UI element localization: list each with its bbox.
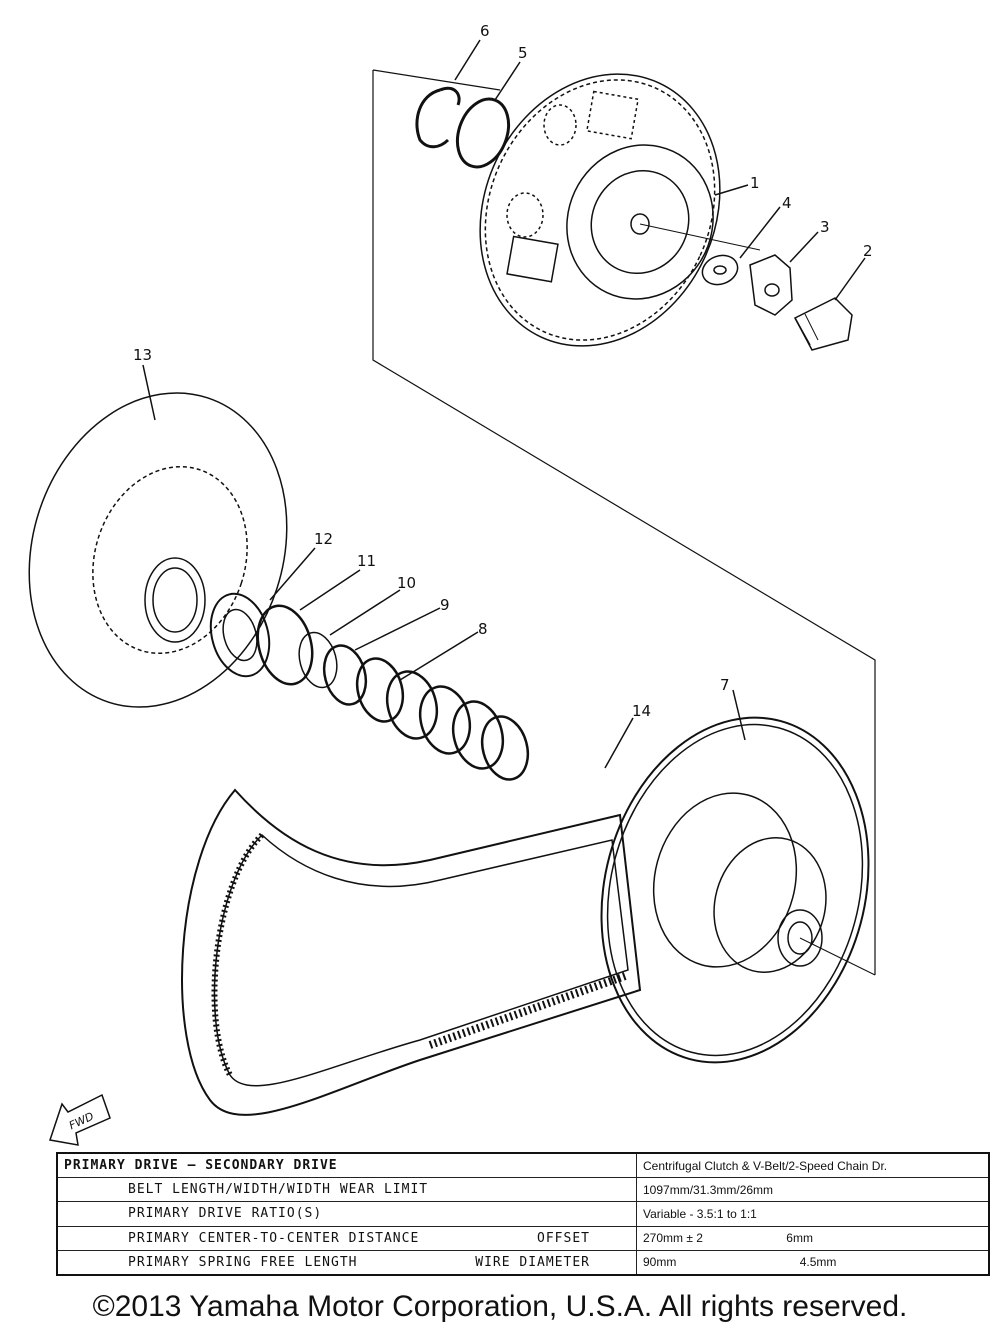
exploded-parts-diagram: 6 5 1 4 3 2 13 12 11 10 9 8 7 14 FWD [28,22,876,1146]
c-clip [415,86,461,149]
spec-value: 90mm 4.5mm [636,1249,990,1276]
spec-row: PRIMARY DRIVE RATIO(S) Variable - 3.5:1 … [56,1201,990,1227]
snap-ring [455,97,511,169]
callout-12: 12 [314,530,333,548]
guide-frame [372,70,876,975]
spec-label-secondary: WIRE DIAMETER [475,1254,590,1270]
spec-header-row: PRIMARY DRIVE – SECONDARY DRIVE Centrifu… [56,1152,990,1179]
spec-label: PRIMARY SPRING FREE LENGTH WIRE DIAMETER [56,1249,637,1276]
spec-value-secondary: 4.5mm [799,1255,837,1270]
lock-plate [749,254,793,316]
callout-10: 10 [397,574,416,592]
callout-1: 1 [750,174,760,192]
callout-8: 8 [478,620,488,638]
spec-value-main: 270mm ± 2 [643,1231,703,1246]
fwd-arrow [49,1093,111,1146]
secondary-sheave [600,716,876,1064]
spec-value: 1097mm/31.3mm/26mm [636,1177,990,1203]
spec-label-main: PRIMARY CENTER-TO-CENTER DISTANCE [128,1230,420,1246]
copyright-notice: ©2013 Yamaha Motor Corporation, U.S.A. A… [92,1290,908,1323]
primary-spring [322,644,530,781]
callout-13: 13 [133,346,152,364]
v-belt [181,788,642,1116]
primary-fixed-sheave [28,392,288,708]
spec-header: PRIMARY DRIVE – SECONDARY DRIVE [56,1152,637,1179]
spec-value-secondary: 6mm [786,1231,813,1246]
spacer [298,631,338,689]
callout-9: 9 [440,596,450,614]
callout-11: 11 [357,552,376,570]
spec-value: 270mm ± 2 6mm [636,1225,990,1251]
callout-2: 2 [863,242,873,260]
callout-3: 3 [820,218,830,236]
fwd-label: FWD [67,1110,96,1133]
spec-label-main: PRIMARY SPRING FREE LENGTH [128,1254,358,1270]
bearing [209,592,271,678]
callout-7: 7 [720,676,730,694]
spec-table: PRIMARY DRIVE – SECONDARY DRIVE Centrifu… [56,1152,990,1276]
spec-value-main: 90mm [643,1255,677,1270]
spec-label-secondary: OFFSET [537,1230,590,1246]
spec-label: PRIMARY CENTER-TO-CENTER DISTANCE OFFSET [56,1225,637,1251]
spec-value: Variable - 3.5:1 to 1:1 [636,1201,990,1227]
callout-4: 4 [782,194,792,212]
primary-clutch [479,73,761,347]
callout-5: 5 [518,44,528,62]
spec-label: BELT LENGTH/WIDTH/WIDTH WEAR LIMIT [56,1177,637,1203]
spec-row: PRIMARY SPRING FREE LENGTH WIRE DIAMETER… [56,1249,990,1276]
collar [256,604,314,686]
callout-14: 14 [632,702,651,720]
spec-row: BELT LENGTH/WIDTH/WIDTH WEAR LIMIT 1097m… [56,1177,990,1203]
washer [701,254,739,286]
spec-header-value: Centrifugal Clutch & V-Belt/2-Speed Chai… [636,1152,990,1179]
spec-label: PRIMARY DRIVE RATIO(S) [56,1201,637,1227]
bolt [793,297,853,351]
callout-6: 6 [480,22,490,40]
spec-row: PRIMARY CENTER-TO-CENTER DISTANCE OFFSET… [56,1225,990,1251]
